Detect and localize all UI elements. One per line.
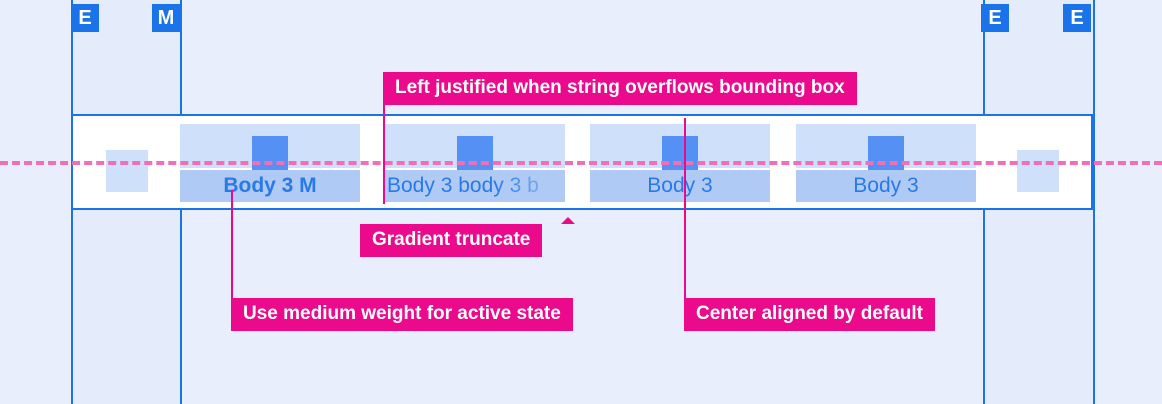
- marker-badge-e-3: E: [1063, 4, 1091, 32]
- marker-badge-e-2: E: [981, 4, 1009, 32]
- leader-line-left-justified: [383, 72, 385, 204]
- cell-left-square-only: [73, 124, 180, 204]
- annotation-medium-weight: Use medium weight for active state: [231, 298, 573, 331]
- marker-badge-m: M: [152, 4, 180, 32]
- label-band: Body 3: [796, 170, 976, 202]
- guideline-4: [1093, 0, 1095, 404]
- annotation-center-aligned: Center aligned by default: [684, 298, 935, 331]
- annotation-left-justified: Left justified when string overflows bou…: [383, 72, 857, 105]
- cell-default-center-2[interactable]: Body 3: [796, 124, 976, 204]
- placeholder-square-right: [1017, 150, 1059, 192]
- label-band: Body 3 M: [180, 170, 360, 202]
- leader-line-center-aligned: [684, 118, 686, 298]
- cell-label: Body 3: [647, 174, 713, 197]
- cell-right-square-only: [984, 124, 1091, 204]
- cell-overflow-gradient[interactable]: Body 3 body 3 b: [385, 124, 565, 204]
- icon-square: [252, 136, 288, 172]
- icon-square: [868, 136, 904, 172]
- annotation-gradient-truncate-pointer: [561, 217, 575, 224]
- marker-badge-e-1: E: [71, 4, 99, 32]
- icon-square: [662, 136, 698, 172]
- cell-default-center-1[interactable]: Body 3: [590, 124, 770, 204]
- annotation-gradient-truncate: Gradient truncate: [360, 224, 543, 257]
- vertical-center-guideline: [0, 161, 1162, 165]
- cell-label: Body 3: [853, 174, 919, 197]
- label-band: Body 3: [590, 170, 770, 202]
- label-band: Body 3 body 3 b: [385, 170, 565, 202]
- leader-line-medium-weight: [231, 190, 233, 298]
- icon-square: [457, 136, 493, 172]
- cell-active-medium[interactable]: Body 3 M: [180, 124, 360, 204]
- placeholder-square-left: [106, 150, 148, 192]
- cell-label: Body 3 body 3 b: [387, 174, 539, 197]
- cell-label: Body 3 M: [223, 174, 317, 197]
